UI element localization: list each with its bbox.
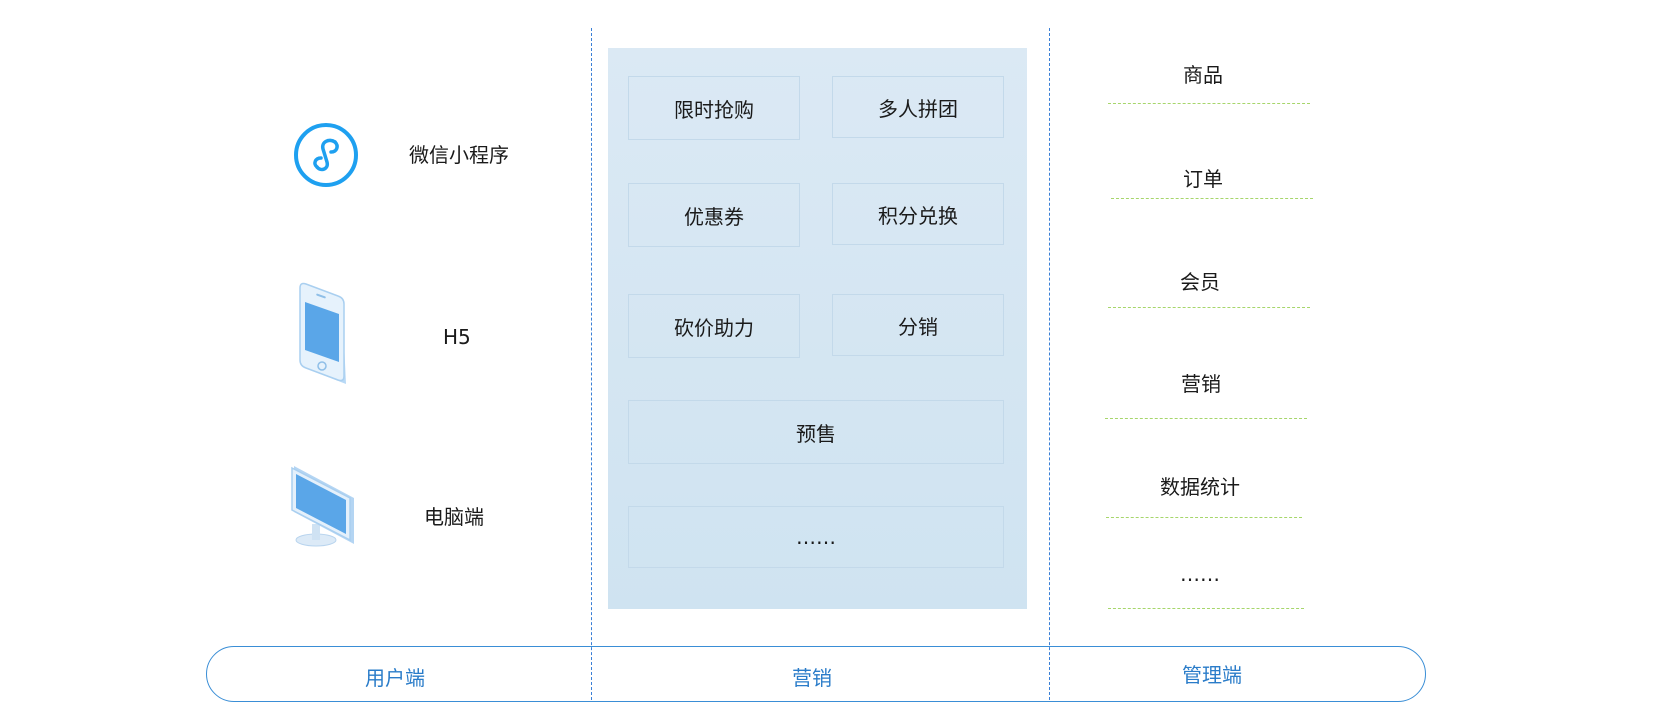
admin-divider [1108,608,1304,609]
admin-divider [1108,103,1310,104]
divider-left [591,28,592,700]
admin-item-orders: 订单 [1183,167,1223,191]
admin-item-statistics: 数据统计 [1160,475,1240,499]
feature-coupon: 优惠券 [628,183,800,247]
feature-presale: 预售 [628,400,1004,464]
admin-item-marketing: 营销 [1181,372,1221,396]
admin-item-products: 商品 [1183,63,1223,87]
admin-divider [1111,198,1313,199]
layer-capsule [206,646,1426,702]
desktop-monitor-icon [290,464,358,548]
admin-divider [1108,307,1310,308]
feature-flash-sale: 限时抢购 [628,76,800,140]
admin-item-members: 会员 [1180,270,1220,294]
feature-bargain: 砍价助力 [628,294,800,358]
smartphone-icon [298,280,352,388]
admin-divider [1106,517,1302,518]
divider-right [1049,28,1050,700]
admin-item-more: …… [1180,562,1220,586]
admin-divider [1105,418,1307,419]
feature-group-buy: 多人拼团 [832,76,1004,138]
feature-more: …… [628,506,1004,568]
client-label-desktop: 电脑端 [424,505,484,529]
layer-label-user: 用户端 [365,666,425,690]
layer-label-marketing: 营销 [792,666,832,690]
feature-distribution: 分销 [832,294,1004,356]
mini-program-icon [293,122,359,188]
client-label-h5: H5 [443,325,471,349]
client-label-mini-program: 微信小程序 [409,143,509,167]
marketing-feature-panel [608,48,1027,609]
feature-points-exchange: 积分兑换 [832,183,1004,245]
layer-label-admin: 管理端 [1182,663,1242,687]
